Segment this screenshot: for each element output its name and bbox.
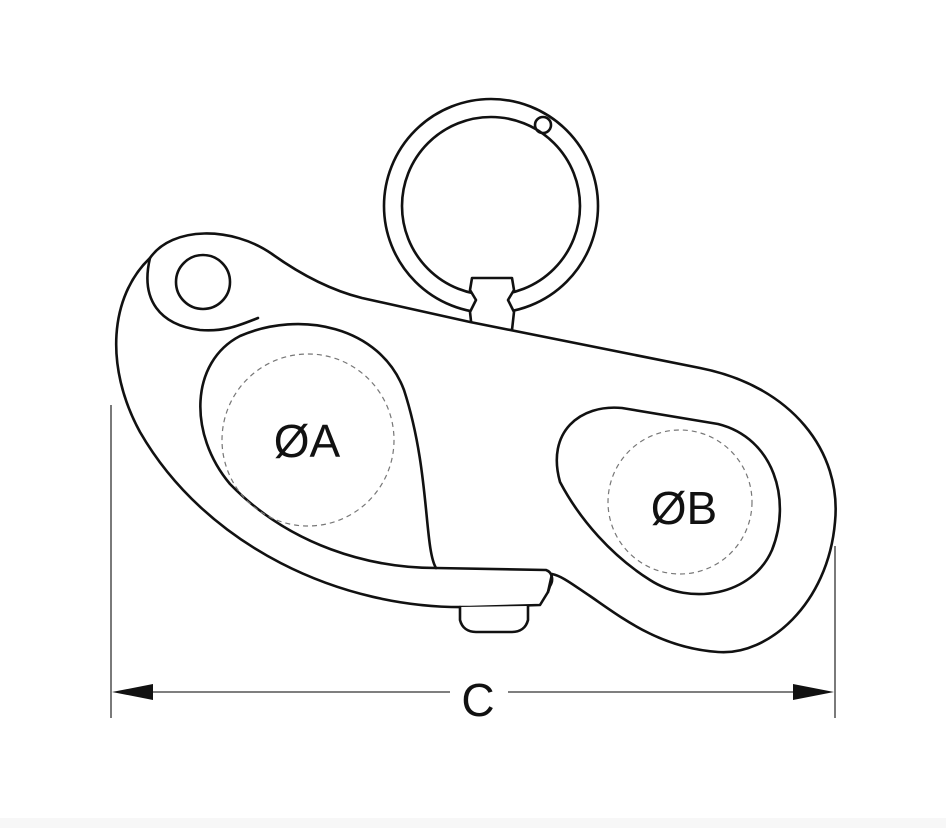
label-diameter-b: ØB [651,482,717,534]
cavity-b [555,406,782,596]
ring-split-mark [533,115,553,135]
arrow-left-icon [112,684,153,700]
diameter-b-circle [607,429,753,575]
shackle-body-outline [114,232,837,654]
dimension-c: C [110,405,836,726]
cavity-a [199,322,438,570]
eye-lug [146,256,260,332]
release-pin [458,604,530,634]
diameter-a-circle [221,353,395,527]
bottom-band [0,818,946,828]
label-diameter-a: ØA [274,415,341,467]
gate [434,566,554,594]
label-length-c: C [461,674,494,726]
arrow-right-icon [793,684,834,700]
eye-hole [174,253,232,311]
